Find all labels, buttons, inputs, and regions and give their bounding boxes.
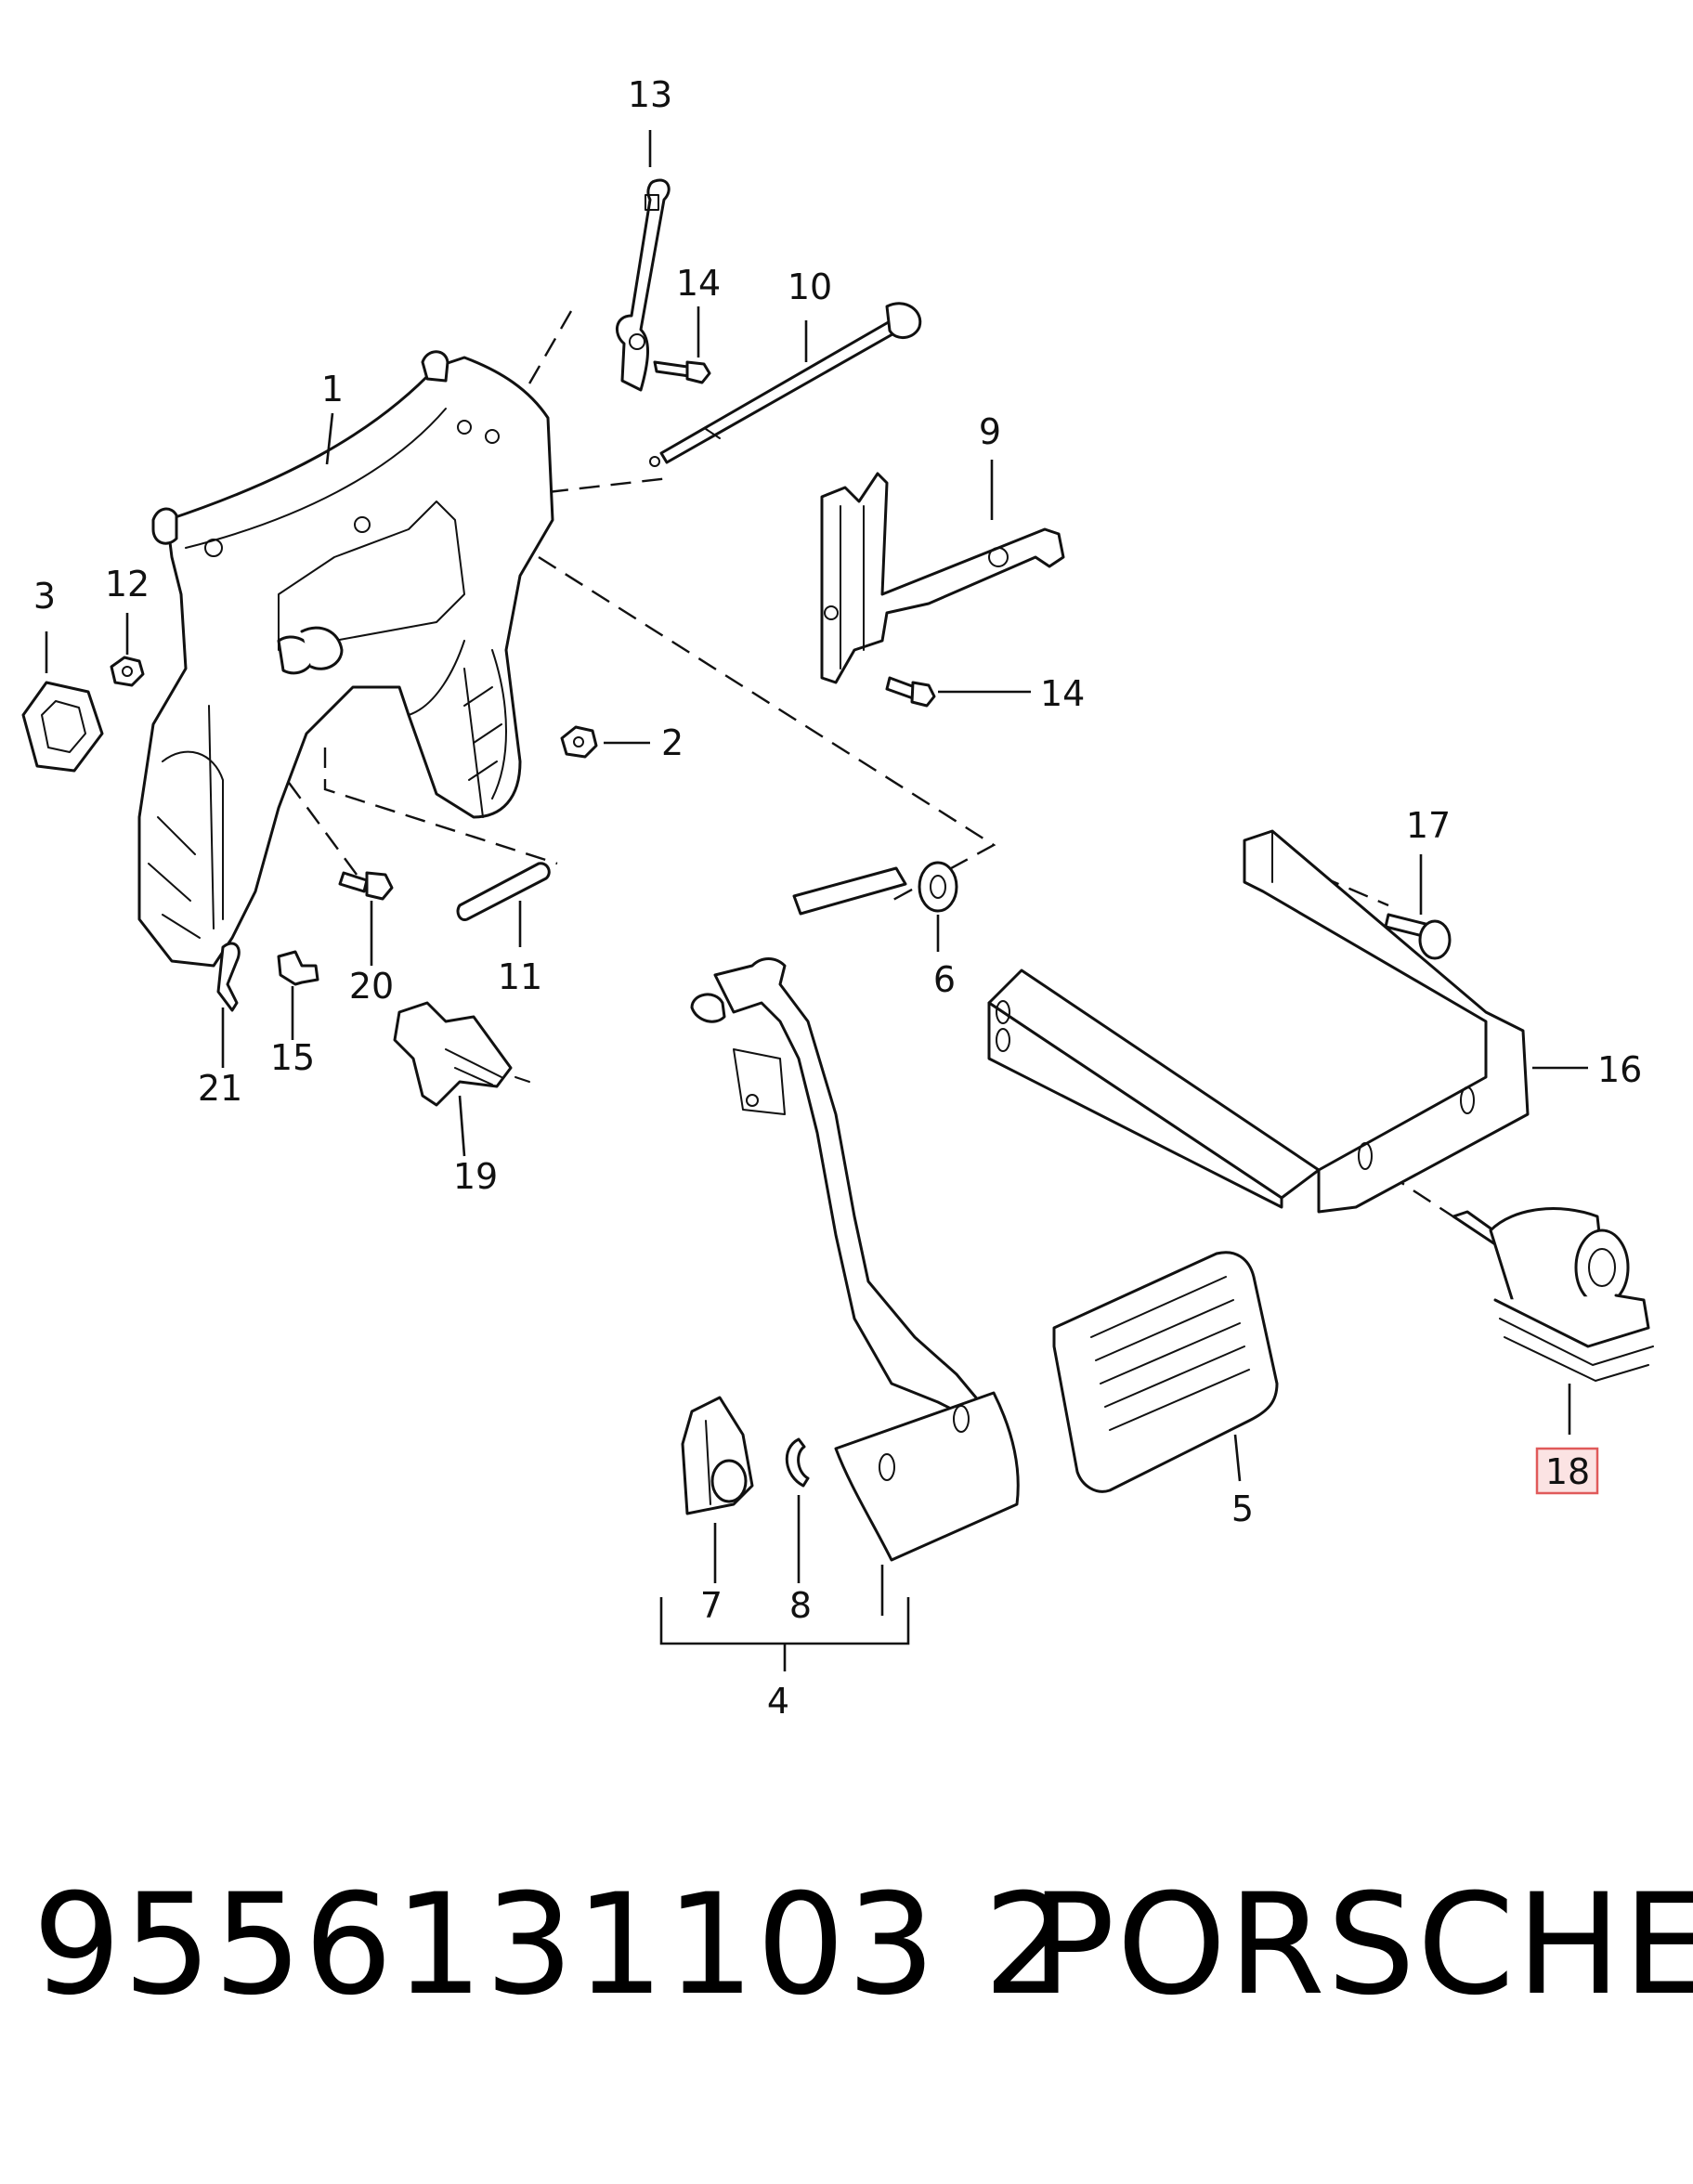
callout-2: 2: [661, 722, 684, 763]
part-4-pedal: [690, 866, 982, 1423]
part-17-bolt: [1384, 913, 1452, 960]
callouts: 13 14 10 1 9 3 12 14 2 17 11 6 20 15 21 …: [33, 74, 1642, 1722]
part-2-nut: [560, 725, 598, 759]
callout-19: 19: [453, 1156, 498, 1197]
callout-8: 8: [789, 1585, 812, 1626]
part-number: 9556131103 2: [33, 1865, 1074, 2026]
callout-1: 1: [321, 369, 344, 410]
part-10-rod: [649, 302, 922, 467]
part-9-arm: [820, 472, 1065, 684]
highlight-box-18: [1535, 1447, 1599, 1495]
part-6-washer: [918, 861, 958, 913]
callout-11: 11: [498, 956, 542, 997]
part-19-bracket: [393, 1001, 530, 1107]
part-18-switch: [1452, 1207, 1654, 1382]
part-13-bracket: [616, 178, 671, 392]
leader-lines: [45, 130, 1588, 1671]
callout-13: 13: [628, 74, 672, 115]
callout-6: 6: [933, 959, 956, 1000]
callout-14-upper: 14: [676, 263, 721, 304]
callout-3: 3: [33, 576, 56, 617]
part-15-pin: [277, 950, 319, 986]
callout-21: 21: [198, 1068, 242, 1109]
part-5-pedal-pad: [1052, 1251, 1279, 1493]
callout-14-lower: 14: [1040, 673, 1085, 714]
callout-10: 10: [788, 266, 832, 307]
callout-20: 20: [349, 966, 394, 1007]
callout-5: 5: [1231, 1488, 1254, 1529]
callout-16: 16: [1597, 1049, 1642, 1090]
callout-17: 17: [1406, 805, 1451, 846]
part-8-clip: [785, 1437, 810, 1488]
brand-name: PORSCHE: [1031, 1865, 1693, 2026]
part-21-clip: [216, 942, 241, 1012]
part-1-pedal-bracket: [137, 350, 554, 968]
callout-15: 15: [270, 1037, 315, 1078]
part-12-nut: [110, 656, 145, 687]
part-14-bolt-upper: [653, 360, 711, 384]
callout-4: 4: [767, 1681, 789, 1722]
callout-18: 18: [1545, 1451, 1590, 1492]
part-14-bolt-lower: [885, 676, 936, 708]
footer: 9556131103 2 PORSCHE: [0, 1876, 1693, 2117]
part-11-pin: [456, 862, 551, 921]
part-3-gasket: [21, 681, 104, 773]
callout-12: 12: [105, 564, 150, 604]
part-16-frame: [987, 829, 1530, 1214]
part-4-footpad: [834, 1391, 1020, 1562]
callout-9: 9: [979, 411, 1001, 452]
part-7-bracket: [681, 1396, 754, 1515]
part-20-bolt: [338, 871, 394, 901]
callout-7: 7: [700, 1585, 723, 1626]
